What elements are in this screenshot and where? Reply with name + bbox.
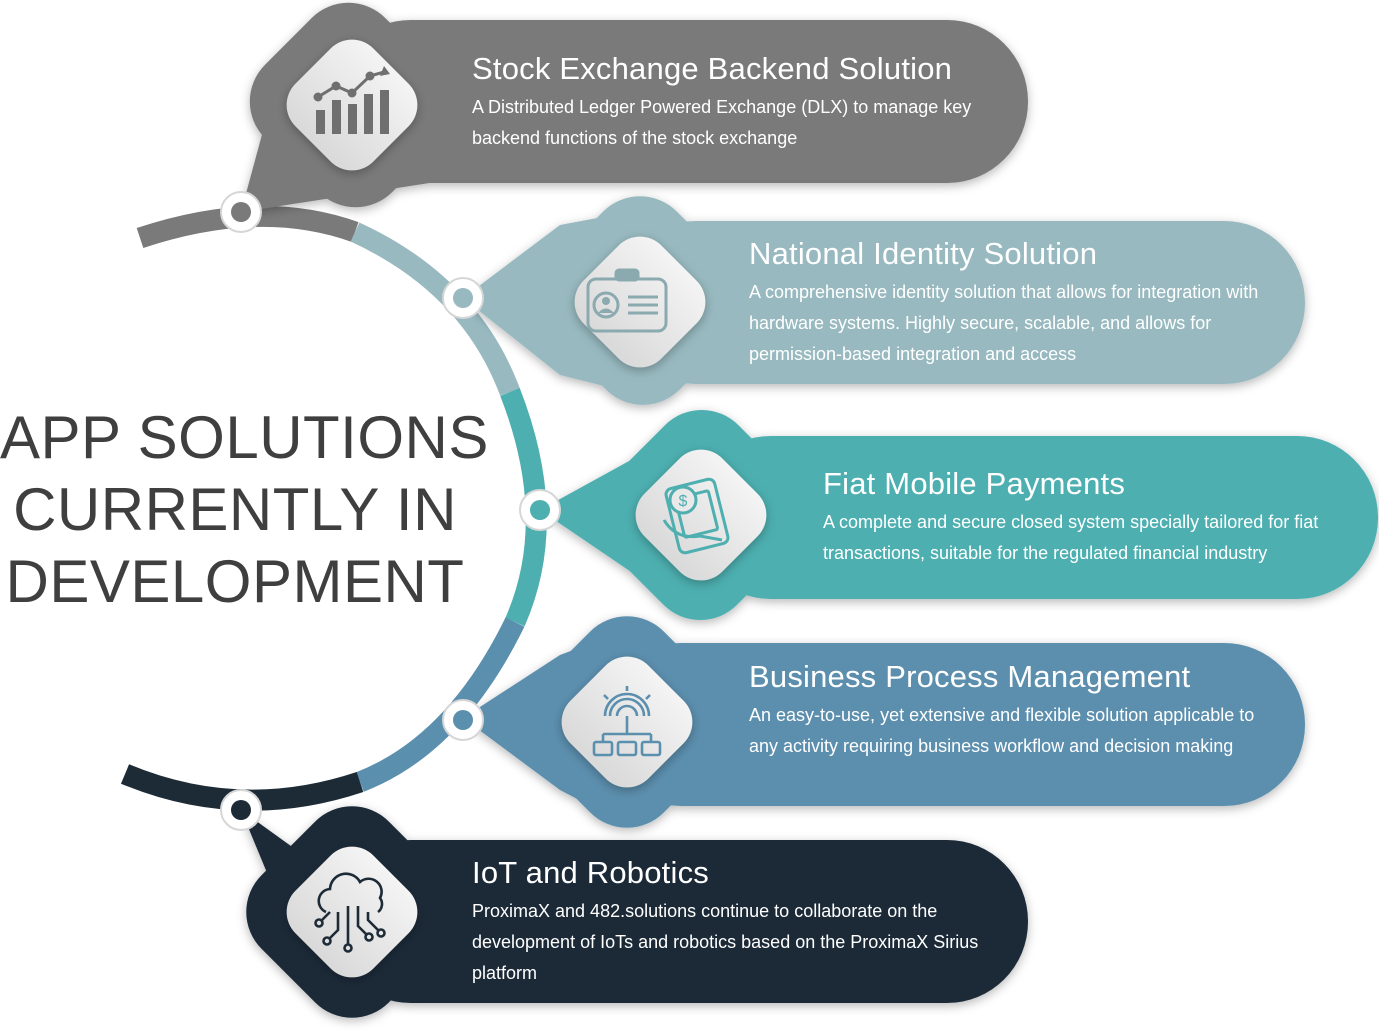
- node-5: [220, 789, 262, 831]
- timeline-nodes: [220, 191, 561, 831]
- mobile-dollar-icon: $: [662, 477, 730, 555]
- solution-text-3: Fiat Mobile Payments A complete and secu…: [823, 465, 1343, 569]
- solution-title: Business Process Management: [749, 659, 1191, 694]
- node-4: [442, 699, 484, 741]
- bar-chart-trend-icon: [313, 66, 390, 134]
- node-2: [442, 277, 484, 319]
- icon-tile-5: [286, 846, 418, 978]
- node-1: [220, 191, 262, 233]
- solution-title: IoT and Robotics: [472, 855, 709, 890]
- heading-line-1: APP SOLUTIONS: [0, 404, 489, 471]
- solution-title: Fiat Mobile Payments: [823, 466, 1126, 501]
- svg-text:$: $: [679, 493, 688, 510]
- id-card-icon: [586, 268, 668, 333]
- solution-text-2: National Identity Solution A comprehensi…: [749, 235, 1269, 370]
- solution-text-4: Business Process Management An easy-to-u…: [749, 658, 1269, 762]
- solution-description: A Distributed Ledger Powered Exchange (D…: [472, 97, 972, 148]
- solution-description: An easy-to-use, yet extensive and flexib…: [749, 705, 1255, 756]
- solution-text-1: Stock Exchange Backend Solution A Distri…: [472, 50, 992, 154]
- gear-workflow-icon: [592, 686, 662, 757]
- icon-tile-3: [635, 449, 767, 581]
- solution-description: ProximaX and 482.solutions continue to c…: [472, 901, 979, 983]
- solution-text-5: IoT and Robotics ProximaX and 482.soluti…: [472, 854, 982, 989]
- node-3: [519, 489, 561, 531]
- cloud-circuit-icon: [314, 872, 386, 953]
- main-heading: APP SOLUTIONS CURRENTLY IN DEVELOPMENT: [0, 402, 489, 618]
- heading-line-3: DEVELOPMENT: [5, 548, 465, 615]
- heading-line-2: CURRENTLY IN: [13, 476, 457, 543]
- solution-title: National Identity Solution: [749, 236, 1098, 271]
- solution-title: Stock Exchange Backend Solution: [472, 51, 953, 86]
- solution-description: A complete and secure closed system spec…: [823, 512, 1319, 563]
- solution-description: A comprehensive identity solution that a…: [749, 282, 1259, 364]
- icon-tile-2: [574, 236, 706, 368]
